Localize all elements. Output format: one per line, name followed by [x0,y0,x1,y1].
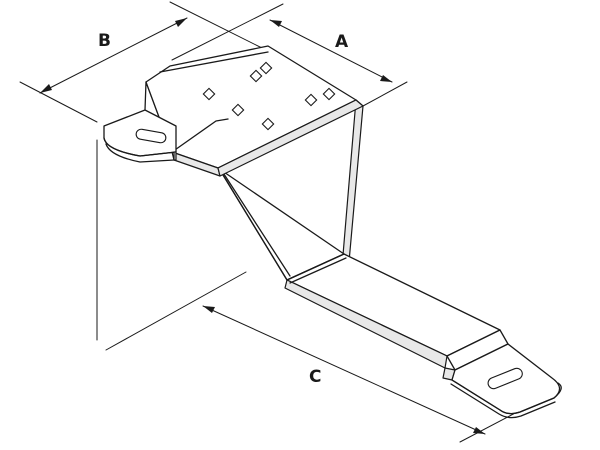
mounting-bracket [103,45,562,419]
bottom-tab-thickness [450,383,556,419]
top-plate-back-edge [159,51,269,73]
left-tab-slot [135,128,167,144]
strip-bend-line-2 [289,257,347,284]
mounting-holes [202,61,336,131]
arrowhead-b-left [40,84,52,93]
top-plate-notch [171,118,229,153]
bottom-tab-slot [487,367,523,390]
mounting-hole [249,69,263,83]
riser-inner-edge [221,170,291,277]
extension-line-c-left [105,271,247,351]
dimension-line-a [269,19,393,83]
mounting-hole [202,87,216,101]
extension-line-a-right [362,81,408,107]
mounting-hole [231,103,245,117]
bracket-right-web [342,99,364,263]
top-plate-right-edge [217,99,364,177]
dimension-line-c [202,305,486,435]
dimension-a: A [171,3,408,107]
label-a: A [335,32,349,52]
mounting-hole [261,117,275,131]
mounting-hole [322,87,336,101]
extension-line-b-right [169,1,263,49]
arrowhead-c-right [473,427,485,434]
mounting-hole [259,61,273,75]
arrowhead-a-right [380,75,392,82]
strip-bend-line [286,253,345,281]
bottom-tab-edge [451,379,562,415]
extension-line-a-left [171,3,284,61]
top-plate-left-fold [144,81,147,111]
left-tab-side [173,151,177,161]
dimension-line-b [39,17,188,94]
left-tab-edge [103,137,177,157]
arrowhead-c-left [203,306,215,313]
arrowhead-a-left [270,20,282,27]
mounting-hole [304,93,318,107]
riser-left-edge [219,169,288,281]
left-tab-thickness [105,143,175,163]
arrowhead-b-right [175,18,187,27]
dimension-c: C [96,139,522,443]
top-plate [145,45,357,169]
extension-line-b-left [19,81,98,123]
extension-line-c-right [459,409,522,443]
label-c: C [309,367,321,387]
label-b: B [98,31,111,51]
dimension-b: B [19,1,263,123]
